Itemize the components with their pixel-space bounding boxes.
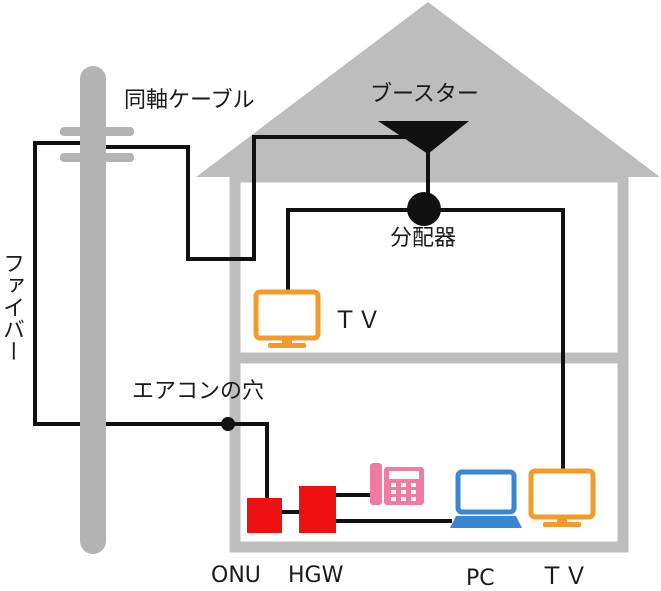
tv-lower-label: ＴＶ (540, 562, 588, 590)
house-roof (196, 2, 660, 177)
utility-pole (80, 66, 106, 554)
hgw-label: HGW (288, 563, 344, 588)
splitter-lower-tv-wire (436, 208, 565, 472)
onu-device (247, 498, 282, 533)
tv-upper-icon (253, 289, 321, 348)
pc-label: PC (466, 566, 495, 591)
coax-wire (106, 135, 428, 261)
pole-crossarm-bottom (60, 153, 134, 162)
pole-crossarm-top (60, 127, 134, 136)
pc-icon (450, 469, 522, 528)
splitter-label: 分配器 (390, 226, 457, 251)
fiber-label: ファイバー (0, 252, 24, 362)
tv-upper-label: ＴＶ (333, 306, 381, 334)
fiber-wire (33, 141, 80, 426)
tv-lower-icon (528, 468, 596, 527)
coax-label: 同軸ケーブル (124, 88, 255, 113)
phone-icon (370, 463, 424, 505)
hgw-device (299, 486, 336, 533)
splitter-upper-tv-wire (286, 208, 420, 292)
fiber-to-onu-wire (106, 422, 269, 500)
booster-shape (378, 121, 469, 154)
onu-label: ONU (211, 563, 261, 588)
wires (33, 135, 565, 523)
splitter-node (407, 192, 441, 226)
aircon-hole-node (221, 417, 235, 431)
aircon-hole-label: エアコンの穴 (132, 379, 265, 404)
booster-label: ブースター (370, 82, 479, 107)
